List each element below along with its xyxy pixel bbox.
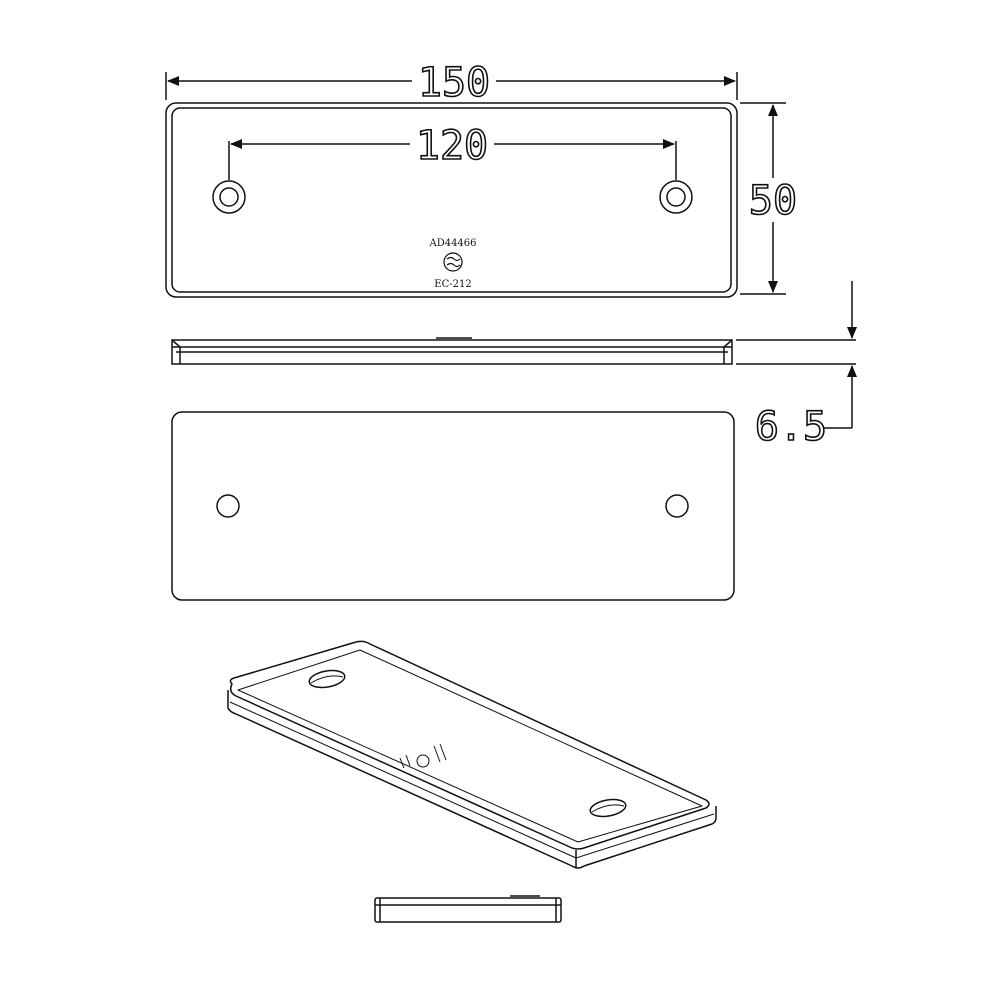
dimension-width-label: 50 — [749, 178, 797, 224]
dimension-length: 150 — [165, 59, 738, 107]
isometric-hole-front — [589, 798, 627, 818]
dimension-hole-spacing-label: 120 — [416, 123, 488, 169]
dimension-length-label: 150 — [418, 60, 490, 106]
isometric-hole-back — [308, 669, 346, 689]
certification-logo-icon — [443, 252, 463, 272]
dimension-hole-spacing: 120 — [228, 122, 677, 180]
top-view-outline — [165, 102, 738, 298]
isometric-front-edge — [227, 690, 717, 869]
bottom-view-outline — [171, 411, 735, 601]
standard-code: EC-212 — [434, 279, 471, 290]
small-side-view — [374, 895, 562, 923]
top-view — [165, 102, 738, 298]
small-side-view-outline — [374, 897, 562, 923]
dimension-thickness-label: 6.5 — [755, 404, 827, 450]
side-view — [171, 337, 733, 365]
isometric-marking-icon — [399, 743, 447, 769]
dimension-thickness: 6.5 — [736, 281, 857, 451]
approval-code: AD44466 — [428, 238, 476, 249]
right-mounting-hole-inner — [666, 187, 686, 207]
approval-marking: AD44466 EC-212 — [428, 238, 476, 290]
right-mounting-hole-outer — [659, 180, 693, 214]
bottom-left-hole — [216, 494, 240, 518]
left-mounting-hole-inner — [219, 187, 239, 207]
bottom-right-hole — [665, 494, 689, 518]
bottom-view — [171, 411, 735, 601]
top-view-inner-outline — [171, 107, 732, 293]
left-mounting-hole-outer — [212, 180, 246, 214]
isometric-view — [227, 640, 717, 869]
isometric-top-face — [229, 640, 710, 850]
dimension-width: 50 — [740, 102, 800, 295]
side-view-outline — [171, 339, 733, 365]
